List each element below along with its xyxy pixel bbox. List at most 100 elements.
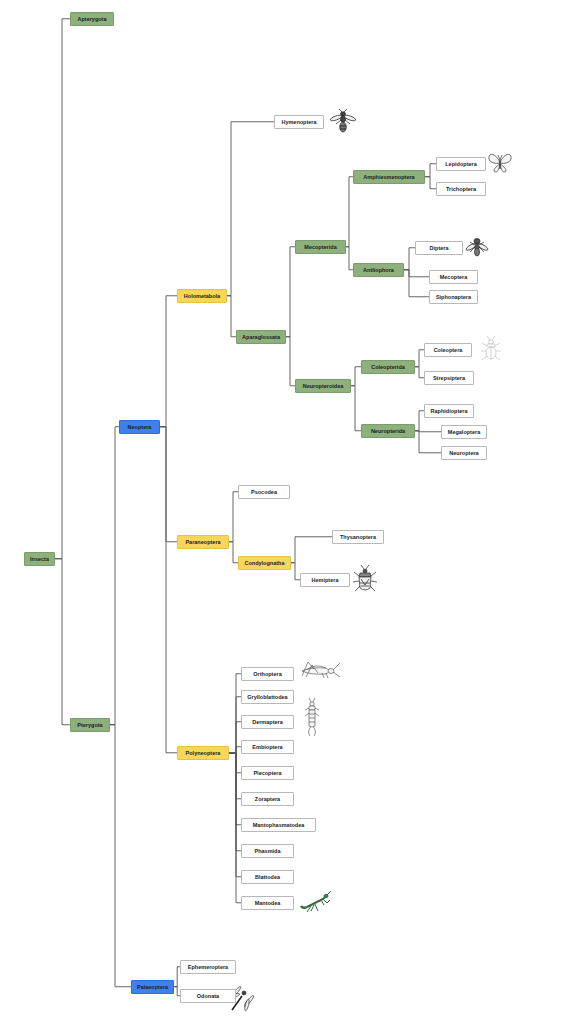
node-label: Aparaglossata: [242, 334, 280, 341]
order-box: Phasmida: [241, 844, 294, 858]
fly-icon: [465, 239, 489, 257]
node-label: Strepsiptera: [430, 375, 468, 382]
order-box: Grylloblattodea: [241, 690, 294, 704]
tree-connector: [425, 177, 436, 189]
order-box: Dermaptera: [241, 715, 294, 729]
superorder-box: Paraneoptera: [177, 535, 229, 549]
node-label: Ephemeroptera: [186, 964, 230, 971]
clade-box: Amphiesmenoptera: [353, 170, 425, 184]
order-box: Trichoptera: [436, 182, 486, 196]
clade-box: Pterygota: [70, 718, 110, 732]
tree-connector: [351, 367, 361, 386]
order-box: Ephemeroptera: [180, 960, 236, 974]
node-label: Megaloptera: [447, 429, 481, 436]
tree-connector: [55, 19, 70, 559]
node-label: Mecopterida: [301, 244, 340, 251]
tree-connector: [404, 270, 429, 297]
order-box: Psocodea: [238, 485, 290, 499]
order-box: Hemiptera: [300, 573, 350, 587]
tree-connector: [351, 386, 361, 431]
tree-connector: [346, 177, 353, 247]
earwig-icon: [305, 698, 319, 736]
node-label: Coleoptera: [430, 347, 466, 354]
node-label: Psocodea: [244, 489, 284, 496]
tree-connector: [229, 542, 238, 563]
clade-box: Mecopterida: [295, 240, 346, 254]
mantis-icon: [301, 891, 331, 912]
node-label: Mantodea: [247, 900, 288, 907]
node-label: Raphidioptera: [430, 408, 468, 415]
tree-connector: [229, 747, 241, 753]
order-box: Strepsiptera: [424, 371, 474, 385]
order-box: Thysanoptera: [332, 530, 384, 544]
node-label: Amphiesmenoptera: [359, 174, 419, 181]
node-label: Neuropteroidea: [301, 383, 345, 390]
node-label: Blattodea: [247, 874, 288, 881]
node-label: Insecta: [30, 556, 49, 563]
node-label: Polyneoptera: [183, 750, 223, 757]
node-label: Holometabola: [183, 293, 221, 300]
bug-icon: [353, 565, 377, 591]
division-box: Palaeoptera: [131, 980, 174, 994]
tree-connector: [227, 296, 236, 337]
division-box: Neoptera: [119, 420, 160, 434]
clade-box: Aparaglossata: [236, 330, 286, 344]
order-box: Mantophasmatodea: [241, 818, 316, 832]
node-label: Neoptera: [125, 424, 154, 431]
tree-connector: [229, 722, 241, 753]
tree-connector: [55, 559, 70, 725]
order-box: Plecoptera: [241, 766, 294, 780]
order-box: Megaloptera: [441, 425, 487, 439]
node-label: Lepidoptera: [442, 161, 480, 168]
clade-box: Neuropterida: [361, 424, 415, 438]
order-box: Embioptera: [241, 740, 294, 754]
tree-connector: [415, 367, 424, 378]
node-label: Siphonaptera: [435, 294, 472, 301]
wasp-icon: [330, 109, 357, 132]
tree-connector: [229, 753, 241, 799]
node-label: Antliophora: [359, 267, 398, 274]
order-box: Mecoptera: [429, 270, 478, 284]
order-box: Neuroptera: [441, 446, 487, 460]
order-box: Lepidoptera: [436, 157, 486, 171]
tree-connector: [404, 248, 415, 270]
node-label: Plecoptera: [247, 770, 288, 777]
tree-connector: [415, 350, 424, 367]
node-label: Hemiptera: [306, 577, 344, 584]
tree-connector: [404, 270, 429, 277]
butterfly-icon: [489, 154, 511, 172]
tree-connector: [286, 337, 295, 386]
clade-box: Antliophora: [353, 263, 404, 277]
node-label: Dermaptera: [247, 719, 288, 726]
tree-connector: [346, 247, 353, 270]
node-label: Pterygota: [76, 722, 104, 729]
superorder-box: Condylognatha: [238, 556, 291, 570]
order-box: Raphidioptera: [424, 404, 474, 418]
clade-box: Insecta: [24, 552, 55, 566]
grasshopper-icon: [302, 662, 340, 678]
order-box: Diptera: [415, 241, 463, 255]
tree-connector: [291, 537, 332, 563]
node-label: Grylloblattodea: [247, 694, 288, 701]
order-box: Mantodea: [241, 896, 294, 910]
node-label: Mecoptera: [435, 274, 472, 281]
tree-connector: [229, 753, 241, 903]
tree-connector: [415, 431, 441, 453]
order-box: Orthoptera: [241, 667, 294, 681]
node-label: Mantophasmatodea: [247, 822, 310, 829]
clade-box: Coleopterida: [361, 360, 415, 374]
tree-connector: [160, 427, 177, 753]
node-label: Palaeoptera: [137, 984, 168, 991]
tree-connector: [229, 753, 241, 773]
tree-connector: [229, 753, 241, 825]
node-label: Odonata: [186, 993, 230, 1000]
tree-connector: [229, 697, 241, 753]
clade-box: Apterygota: [70, 12, 114, 26]
clade-box: Neuropteroidea: [295, 379, 351, 393]
node-label: Zoraptera: [247, 796, 288, 803]
order-box: Blattodea: [241, 870, 294, 884]
order-box: Coleoptera: [424, 343, 472, 357]
node-label: Coleopterida: [367, 364, 409, 371]
tree-connector: [229, 753, 241, 877]
